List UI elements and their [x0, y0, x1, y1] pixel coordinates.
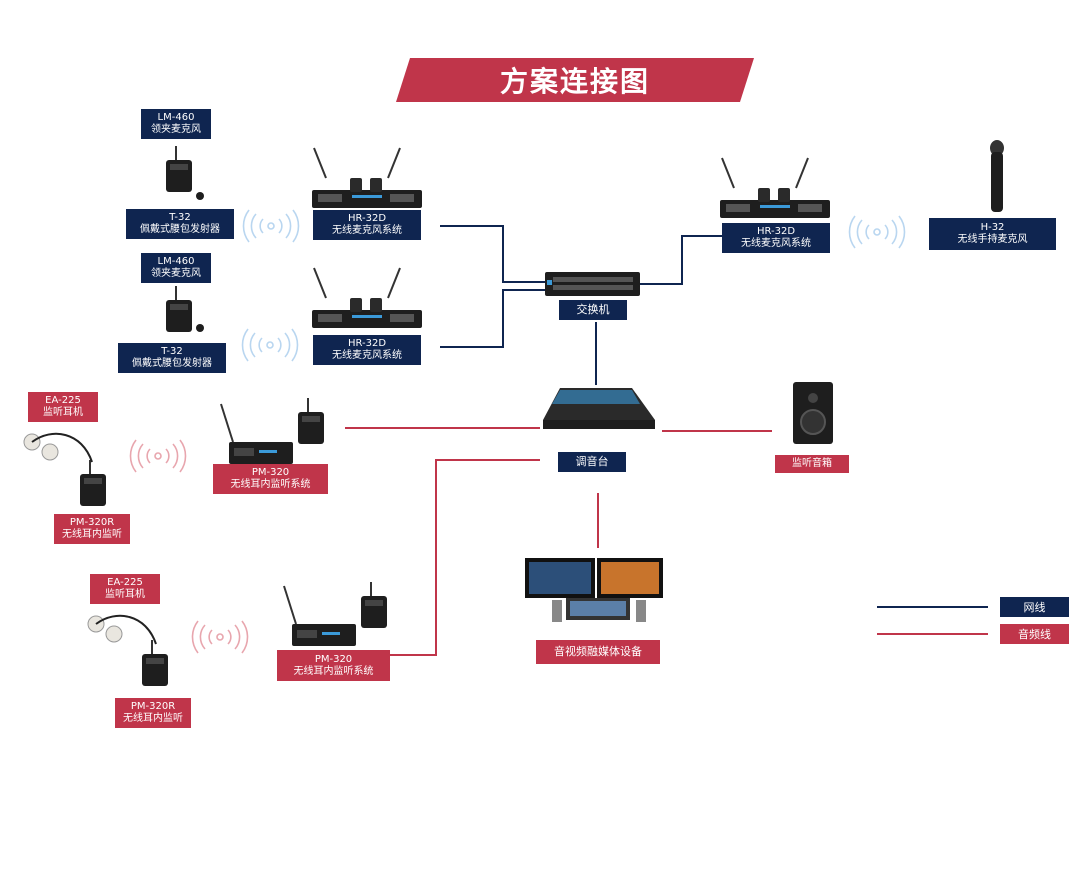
label-desc: 无线耳内监听	[62, 529, 122, 540]
label-t32-bottom: T-32 佩戴式腰包发射器	[118, 343, 226, 373]
label-hr32d-bottom: HR-32D 无线麦克风系统	[313, 335, 421, 365]
label-desc: 调音台	[575, 455, 609, 468]
iem-bodypack-icon	[79, 459, 107, 507]
label-t32-top: T-32 佩戴式腰包发射器	[126, 209, 234, 239]
label-switch: 交换机	[559, 300, 627, 320]
label-speaker: 监听音箱	[775, 455, 849, 473]
label-desc: 无线耳内监听系统	[293, 665, 374, 677]
label-hr32d-right: HR-32D 无线麦克风系统	[722, 223, 830, 253]
label-desc: 无线麦克风系统	[741, 238, 811, 249]
lavalier-mic-icon	[196, 324, 204, 332]
label-lm460-bottom: LM-460 领夹麦克风	[141, 253, 211, 283]
earphones-icon	[87, 614, 157, 645]
label-desc: 无线麦克风系统	[332, 225, 402, 236]
audio-lines	[345, 427, 772, 656]
receiver-icon	[311, 147, 423, 209]
label-h32: H-32 无线手持麦克风	[929, 218, 1056, 250]
bodypack-icon	[165, 145, 193, 193]
label-desc: 领夹麦克风	[151, 268, 201, 279]
legend-network: 网线	[1000, 597, 1069, 617]
label-media: 音视频融媒体设备	[536, 640, 660, 664]
label-pm320r-bottom: PM-320R 无线耳内监听	[115, 698, 191, 728]
label-desc: 佩戴式腰包发射器	[132, 358, 212, 369]
iem-receiver-icon	[360, 581, 388, 629]
label-model: HR-32D	[347, 338, 387, 349]
label-lm460-top: LM-460 领夹麦克风	[141, 109, 211, 139]
label-model: EA-225	[45, 395, 81, 406]
label-desc: 无线麦克风系统	[332, 350, 402, 361]
label-ea225-top: EA-225 监听耳机	[28, 392, 98, 422]
mixer-icon	[543, 388, 655, 429]
wireless-wave-icon	[242, 209, 300, 243]
iem-bodypack-icon	[141, 639, 169, 687]
label-model: T-32	[161, 346, 183, 357]
label-mixer: 调音台	[558, 452, 626, 472]
label-desc: 佩戴式腰包发射器	[140, 224, 220, 235]
label-model: HR-32D	[756, 226, 796, 237]
network-lines	[440, 225, 722, 385]
iem-receiver-icon	[297, 397, 325, 445]
iem-transmitter-icon	[283, 585, 357, 647]
legend-audio: 音频线	[1000, 624, 1069, 644]
network-line-hr32d-right	[640, 235, 722, 285]
label-desc: 监听音箱	[792, 458, 832, 469]
iem-transmitter-icon	[220, 403, 294, 465]
label-model: LM-460	[157, 256, 195, 267]
label-desc: 音视频融媒体设备	[554, 645, 642, 658]
audio-line-pm320-bottom	[390, 459, 540, 656]
label-model: PM-320R	[69, 517, 115, 528]
title-banner: 方案连接图	[396, 58, 754, 102]
label-desc: 监听耳机	[43, 407, 83, 418]
network-line-hr32d-bottom	[440, 289, 545, 348]
network-line-hr32d-top	[440, 225, 545, 283]
label-desc: 领夹麦克风	[151, 124, 201, 135]
wireless-wave-icon	[129, 439, 187, 473]
label-model: PM-320R	[130, 701, 176, 712]
receiver-icon	[311, 267, 423, 329]
label-model: H-32	[980, 222, 1005, 233]
page-title: 方案连接图	[499, 65, 650, 98]
label-pm320-top: PM-320 无线耳内监听系统	[213, 464, 328, 494]
label-desc: 监听耳机	[105, 589, 145, 600]
wireless-wave-icon	[191, 620, 249, 654]
label-model: EA-225	[107, 577, 143, 588]
speaker-icon	[793, 382, 833, 444]
label-model: PM-320	[251, 467, 290, 478]
earphones-icon	[23, 432, 93, 463]
switch-icon	[545, 272, 640, 296]
wireless-wave-icon	[241, 328, 299, 362]
bodypack-icon	[165, 285, 193, 333]
label-model: HR-32D	[347, 213, 387, 224]
label-desc: 无线耳内监听系统	[230, 479, 311, 490]
wireless-wave-icon	[848, 215, 906, 249]
label-ea225-bottom: EA-225 监听耳机	[90, 574, 160, 604]
lavalier-mic-icon	[196, 192, 204, 200]
label-model: PM-320	[314, 653, 353, 665]
label-desc: 无线耳内监听	[123, 713, 183, 724]
label-desc: 无线手持麦克风	[957, 234, 1028, 245]
label-model: T-32	[169, 212, 191, 223]
media-device-icon	[525, 558, 663, 622]
label-hr32d-top: HR-32D 无线麦克风系统	[313, 210, 421, 240]
label-pm320-bottom: PM-320 无线耳内监听系统	[277, 650, 390, 681]
label-model: LM-460	[157, 112, 195, 123]
title-banner-shape	[396, 58, 754, 102]
handheld-mic-icon	[990, 140, 1004, 212]
label-desc: 交换机	[576, 303, 610, 316]
label-pm320r-top: PM-320R 无线耳内监听	[54, 514, 130, 544]
receiver-icon	[719, 157, 831, 219]
